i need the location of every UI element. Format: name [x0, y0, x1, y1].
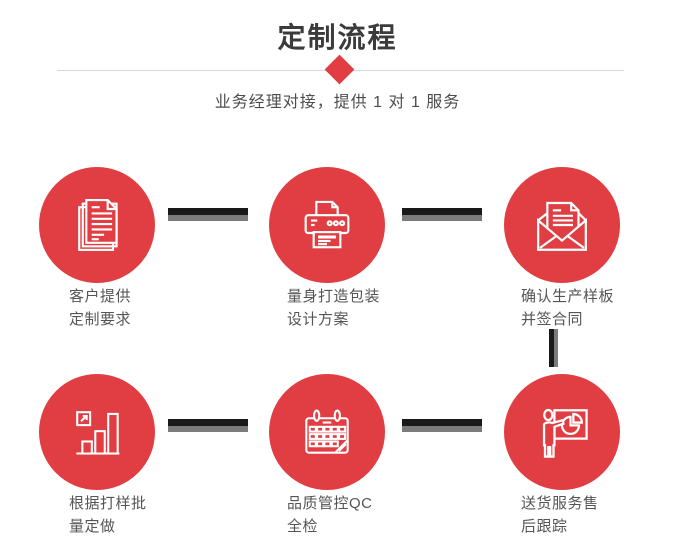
step-label-quality-control: 品质管控QC 全检: [287, 492, 373, 538]
bar-chart-icon: [76, 411, 120, 455]
diamond-icon: [324, 54, 355, 85]
connector-dash: [402, 208, 482, 221]
step-label-line: 客户提供: [69, 288, 132, 305]
connector-dash-vertical: [549, 329, 558, 367]
step-circle-quality-control: [269, 374, 385, 490]
step-label-line: 品质管控QC: [287, 495, 373, 512]
step-label-line: 量定做: [69, 518, 116, 535]
step-circle-packaging-design: [269, 167, 385, 283]
connector-dash: [168, 208, 248, 221]
step-label-line: 设计方案: [287, 311, 350, 328]
step-label-line: 确认生产样板: [521, 288, 615, 305]
envelope-icon: [537, 201, 587, 251]
documents-icon: [78, 199, 118, 251]
connector-dash: [168, 419, 248, 432]
step-circle-sample-contract: [504, 167, 620, 283]
step-circle-customer-requirements: [39, 167, 155, 283]
step-label-line: 量身打造包装: [287, 288, 381, 305]
step-label-packaging-design: 量身打造包装 设计方案: [287, 285, 380, 331]
page-title: 定制流程: [277, 22, 398, 53]
step-label-line: 送货服务售: [521, 495, 599, 512]
presentation-icon: [542, 408, 588, 458]
step-label-line: 全检: [287, 518, 319, 535]
step-label-line: 定制要求: [69, 311, 132, 328]
step-label-line: 根据打样批: [69, 495, 147, 512]
step-label-sample-contract: 确认生产样板 并签合同: [521, 285, 614, 331]
printer-icon: [304, 200, 350, 249]
connector-dash: [402, 419, 482, 432]
step-circle-delivery-service: [504, 374, 620, 490]
step-label-line: 后跟踪: [521, 518, 568, 535]
step-label-batch-production: 根据打样批 量定做: [69, 492, 147, 538]
step-label-line: 并签合同: [521, 311, 584, 328]
calendar-icon: [305, 409, 349, 454]
subtitle: 业务经理对接，提供 1 对 1 服务: [214, 94, 461, 111]
step-label-delivery-service: 送货服务售 后跟踪: [521, 492, 599, 538]
step-label-customer-requirements: 客户提供 定制要求: [69, 285, 131, 331]
step-circle-batch-production: [39, 374, 155, 490]
